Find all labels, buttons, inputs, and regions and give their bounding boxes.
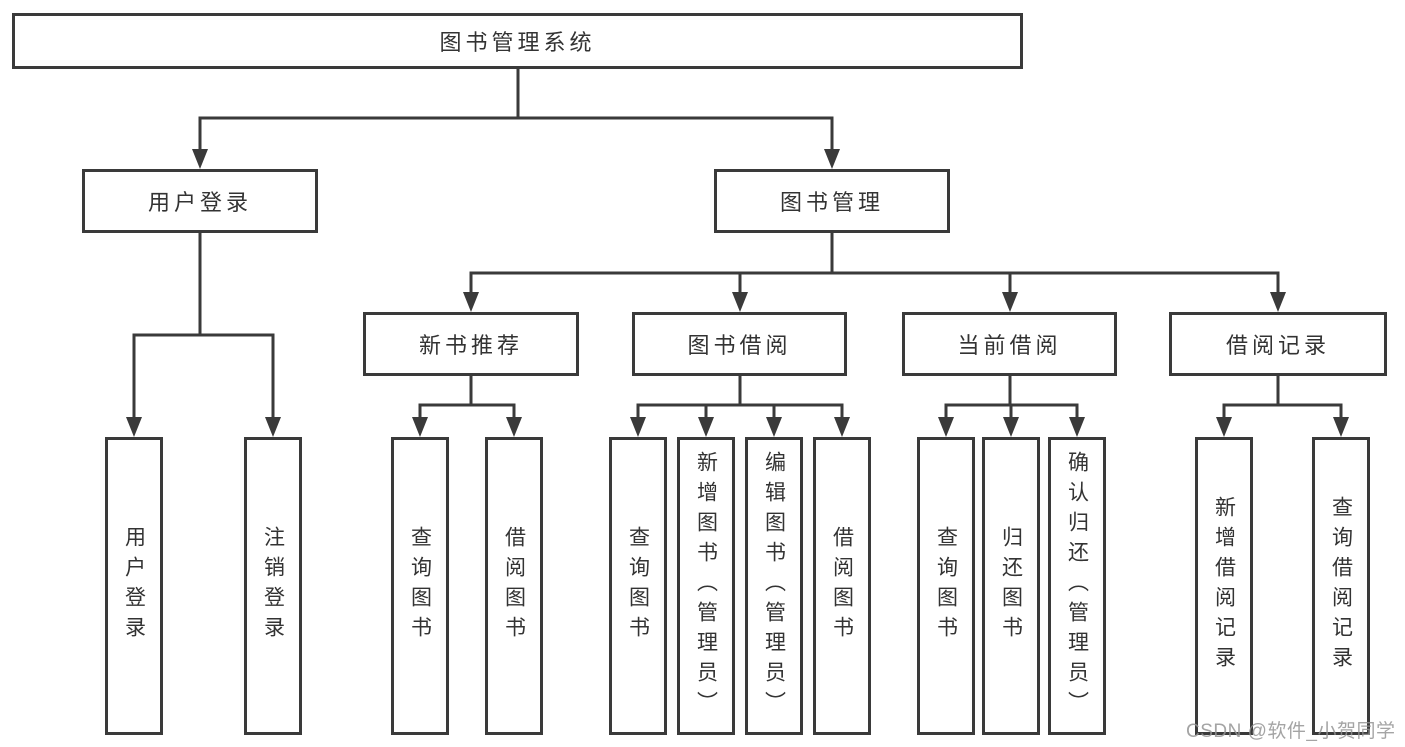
arrowheads <box>126 149 1349 437</box>
node-current-borrowing: 当前借阅 <box>902 312 1117 376</box>
node-borrow-books-recommend: 借阅图书 <box>485 437 543 735</box>
arrow-down-icon <box>1002 292 1018 312</box>
arrow-down-icon <box>630 417 646 437</box>
arrow-down-icon <box>1270 292 1286 312</box>
arrow-down-icon <box>192 149 208 169</box>
node-confirm-return-admin: 确认归还（管理员） <box>1048 437 1106 735</box>
arrow-down-icon <box>1069 417 1085 437</box>
arrow-down-icon <box>938 417 954 437</box>
node-user-login-leaf: 用户登录 <box>105 437 163 735</box>
arrow-down-icon <box>506 417 522 437</box>
arrow-down-icon <box>265 417 281 437</box>
arrow-down-icon <box>732 292 748 312</box>
arrow-down-icon <box>463 292 479 312</box>
arrow-down-icon <box>766 417 782 437</box>
node-add-books-admin: 新增图书（管理员） <box>677 437 735 735</box>
arrow-down-icon <box>834 417 850 437</box>
node-add-borrow-record: 新增借阅记录 <box>1195 437 1253 735</box>
arrow-down-icon <box>1003 417 1019 437</box>
arrow-down-icon <box>824 149 840 169</box>
node-borrowing-records: 借阅记录 <box>1169 312 1387 376</box>
arrow-down-icon <box>698 417 714 437</box>
node-return-books: 归还图书 <box>982 437 1040 735</box>
node-root-system: 图书管理系统 <box>12 13 1023 69</box>
arrow-down-icon <box>1333 417 1349 437</box>
node-user-login: 用户登录 <box>82 169 318 233</box>
node-book-borrowing: 图书借阅 <box>632 312 847 376</box>
node-borrow-books-borrowing: 借阅图书 <box>813 437 871 735</box>
node-logout-leaf: 注销登录 <box>244 437 302 735</box>
arrow-down-icon <box>1216 417 1232 437</box>
arrow-down-icon <box>126 417 142 437</box>
node-book-management: 图书管理 <box>714 169 950 233</box>
node-query-borrow-record: 查询借阅记录 <box>1312 437 1370 735</box>
node-edit-books-admin: 编辑图书（管理员） <box>745 437 803 735</box>
node-query-books-current: 查询图书 <box>917 437 975 735</box>
node-query-books-recommend: 查询图书 <box>391 437 449 735</box>
node-new-book-recommend: 新书推荐 <box>363 312 579 376</box>
csdn-watermark: CSDN @软件_小贺同学 <box>1186 721 1396 742</box>
node-query-books-borrowing: 查询图书 <box>609 437 667 735</box>
arrow-down-icon <box>412 417 428 437</box>
